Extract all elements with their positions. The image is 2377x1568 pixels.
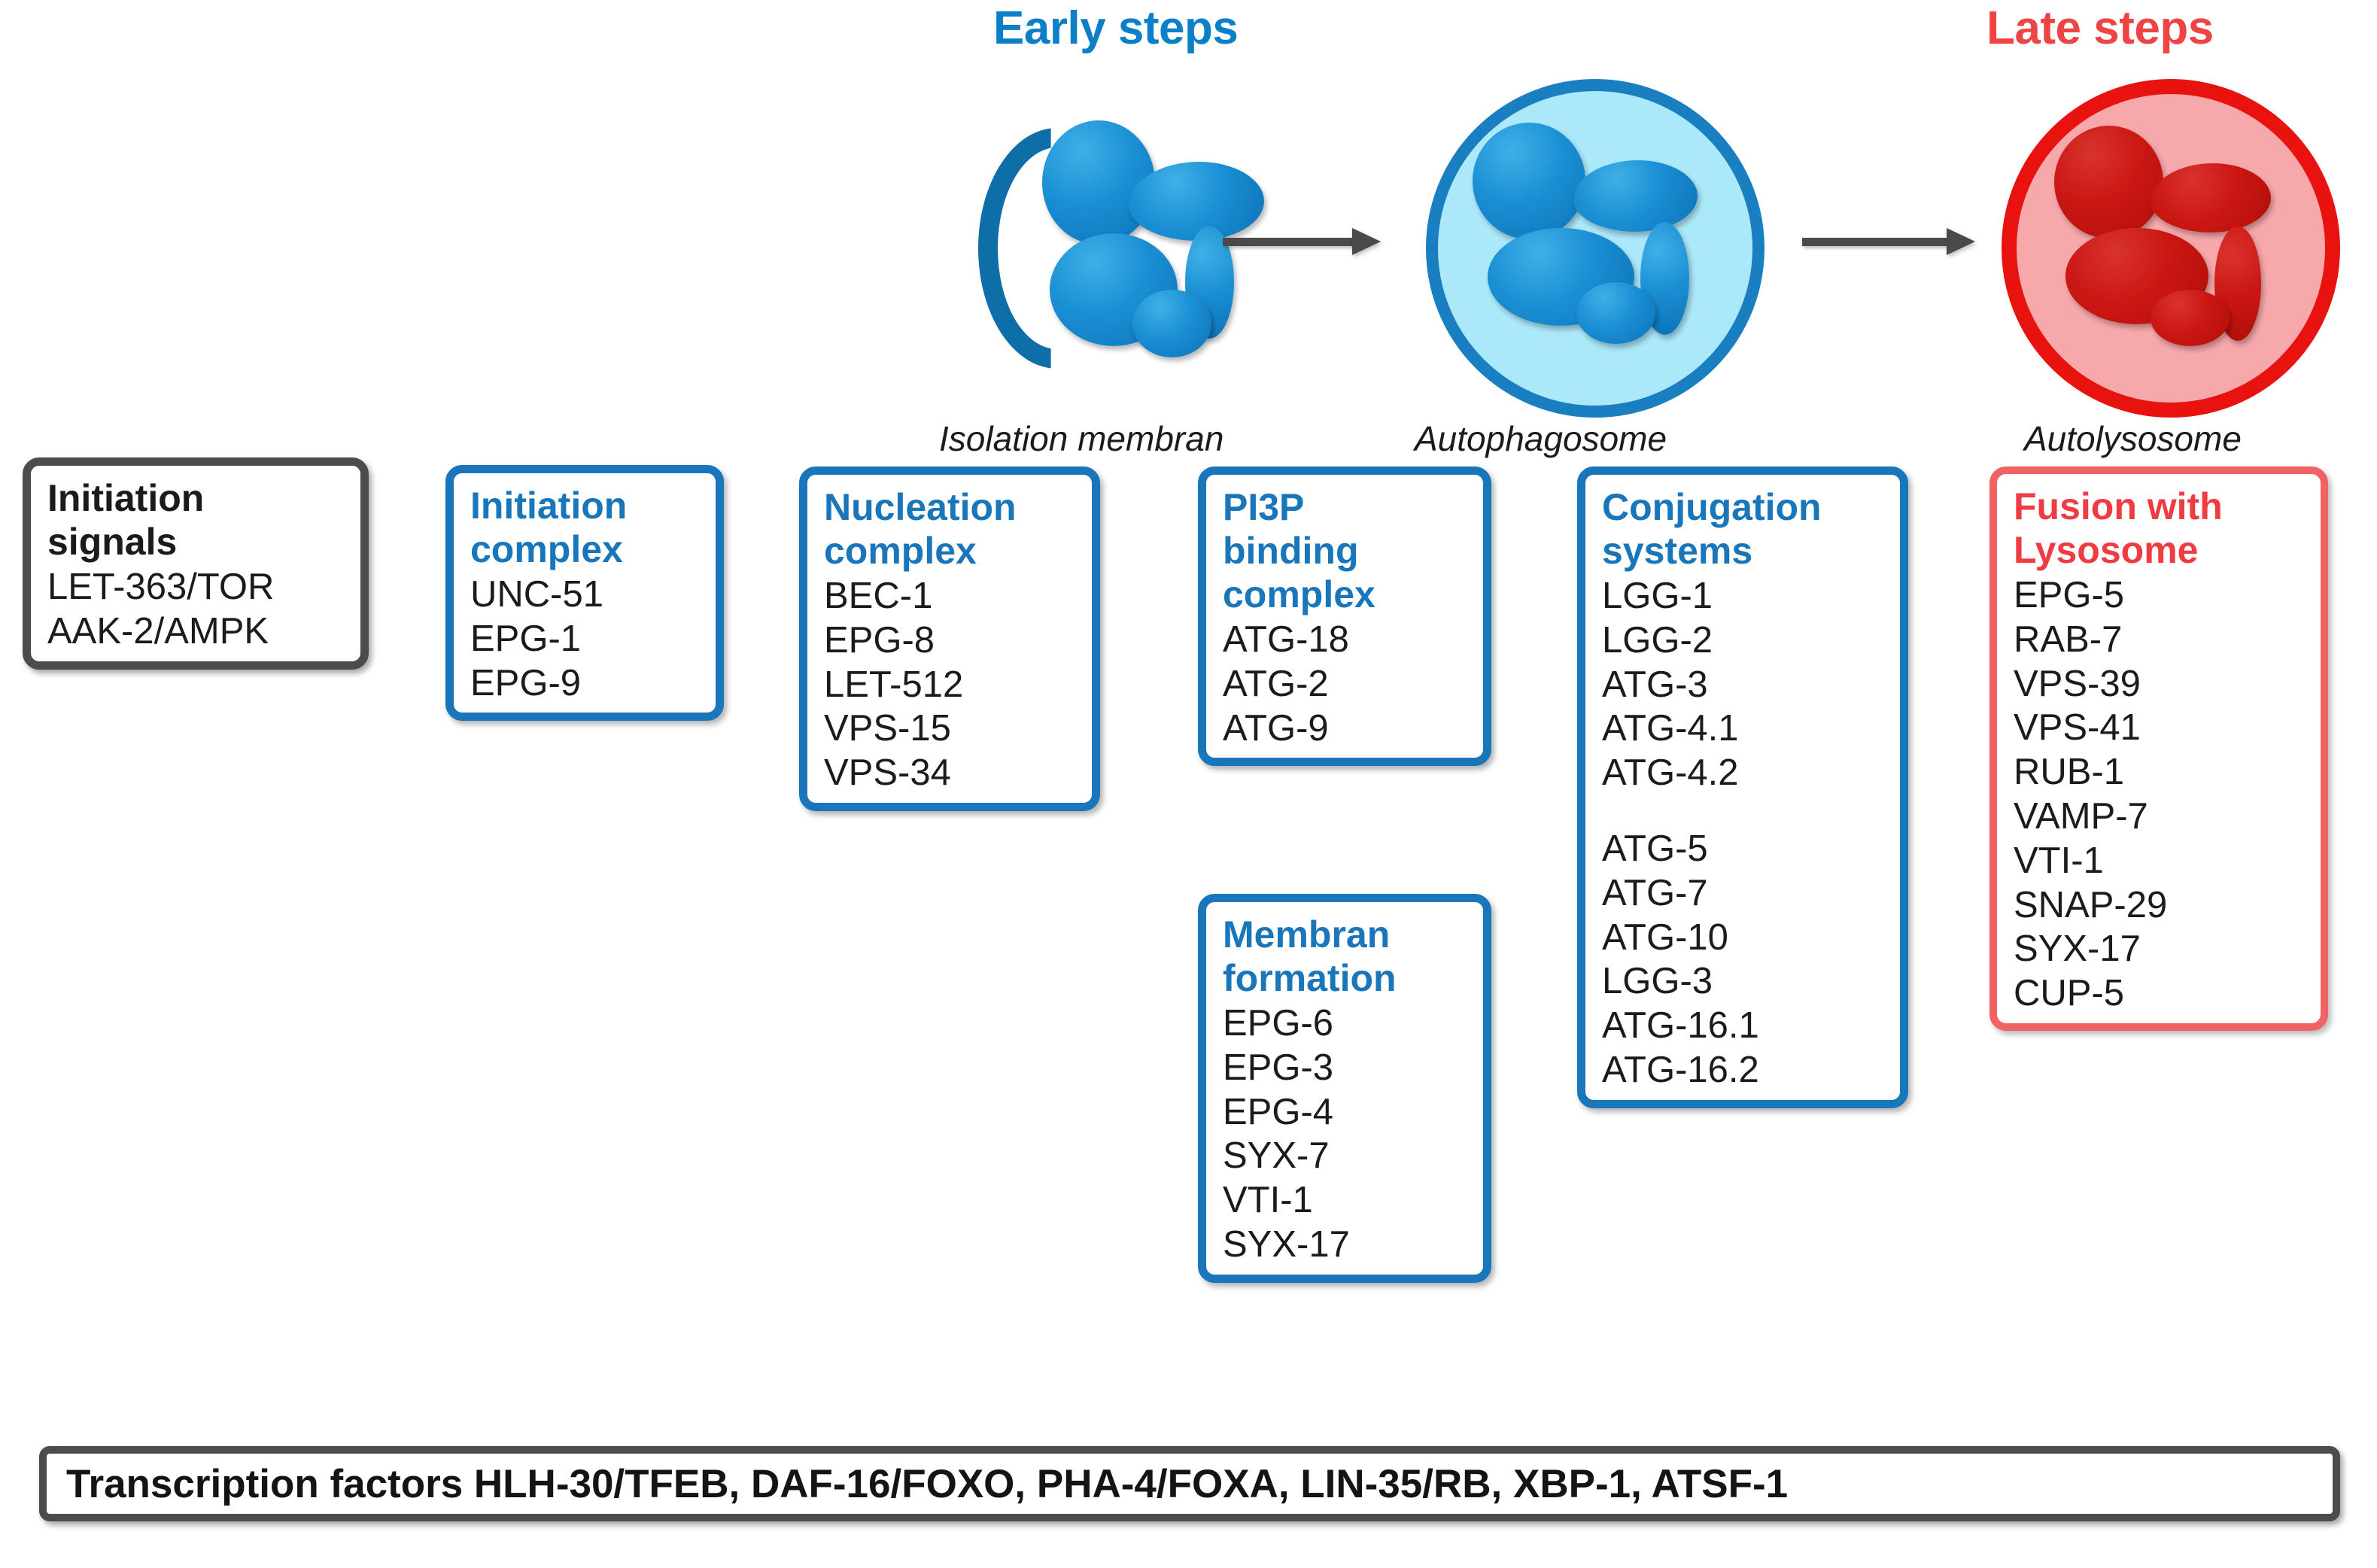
cargo-blob <box>1129 162 1264 241</box>
gene-item: CUP-5 <box>2014 973 2125 1014</box>
gene-box-title: Fusion with Lysosome <box>2014 485 2223 571</box>
gene-item: EPG-4 <box>1223 1091 1334 1132</box>
gene-item: ATG-4.1 <box>1602 708 1739 749</box>
gene-item: VPS-41 <box>2014 707 2141 749</box>
caption-autolysosome: Autolysosome <box>2024 419 2242 458</box>
gene-item: SYX-17 <box>2014 928 2141 970</box>
gene-list: EPG-6 EPG-3 EPG-4 SYX-7 VTI-1 SYX-17 <box>1223 1001 1468 1267</box>
gene-item: BEC-1 <box>824 576 933 616</box>
gene-box-pi3p-binding-complex: PI3P binding complex ATG-18 ATG-2 ATG-9 <box>1198 466 1491 767</box>
cargo-blob <box>1132 290 1211 357</box>
gene-item: ATG-16.2 <box>1602 1049 1759 1090</box>
gene-item: EPG-3 <box>1223 1047 1334 1088</box>
gene-item: EPG-9 <box>470 662 582 703</box>
gene-item: ATG-3 <box>1602 664 1708 705</box>
gene-item: ATG-7 <box>1602 872 1708 913</box>
gene-item: LET-363/TOR <box>47 567 275 607</box>
transcription-factors-bar: Transcription factors HLH-30/TFEB, DAF-1… <box>39 1446 2340 1521</box>
arrow-shaft <box>1802 238 1950 246</box>
gene-item: EPG-1 <box>470 618 582 659</box>
gene-item: SYX-7 <box>1223 1135 1330 1177</box>
gene-box-fusion-with-lysosome: Fusion with Lysosome EPG-5 RAB-7 VPS-39 … <box>1989 466 2328 1031</box>
gene-item: VPS-39 <box>2014 663 2141 704</box>
gene-item: ATG-2 <box>1223 663 1329 704</box>
gene-item: EPG-8 <box>824 619 935 661</box>
arrow-head <box>1947 228 1975 255</box>
gene-list: UNC-51 EPG-1 EPG-9 <box>470 573 701 705</box>
stage-header-late: Late steps <box>1986 2 2214 54</box>
gene-item: EPG-6 <box>1223 1003 1334 1044</box>
isolation-membrane-icon <box>978 105 1294 406</box>
gene-item: RAB-7 <box>2014 618 2123 660</box>
cargo-blob <box>2151 163 2271 232</box>
caption-isolation-membrane: Isolation membran <box>939 419 1224 458</box>
gene-box-title: Membran formation <box>1223 913 1397 999</box>
transcription-factors-text: Transcription factors HLH-30/TFEB, DAF-1… <box>66 1461 1789 1506</box>
cargo-blob <box>2151 290 2230 346</box>
cargo-blob <box>2054 126 2163 239</box>
gene-box-membran-formation: Membran formation EPG-6 EPG-3 EPG-4 SYX-… <box>1198 894 1491 1283</box>
gene-list: LGG-1 LGG-2 ATG-3 ATG-4.1 ATG-4.2 ATG-5 … <box>1602 574 1885 1092</box>
cargo-blob <box>1576 282 1655 344</box>
gene-item: ATG-10 <box>1602 916 1728 958</box>
gene-item: RUB-1 <box>2014 752 2125 793</box>
gene-item: LGG-3 <box>1602 961 1713 1002</box>
autolysosome-icon <box>2002 79 2340 418</box>
arrow-head <box>1352 228 1381 255</box>
gene-item: LGG-1 <box>1602 576 1713 616</box>
gene-item: ATG-4.2 <box>1602 752 1739 794</box>
gene-item: SYX-17 <box>1223 1223 1350 1265</box>
gene-box-conjugation-systems: Conjugation systems LGG-1 LGG-2 ATG-3 AT… <box>1577 466 1908 1108</box>
stage-header-early: Early steps <box>993 2 1239 54</box>
gene-box-title: PI3P binding complex <box>1223 486 1375 615</box>
gene-list: LET-363/TOR AAK-2/AMPK <box>47 565 345 654</box>
gene-item: UNC-51 <box>470 574 603 615</box>
gene-item: EPG-5 <box>2014 575 2125 615</box>
gene-item: VPS-34 <box>824 752 951 794</box>
gene-item: LET-512 <box>824 664 964 705</box>
gene-item: AAK-2/AMPK <box>47 610 269 652</box>
arrow-isolation-to-autophagosome <box>1223 228 1381 255</box>
caption-autophagosome: Autophagosome <box>1415 419 1667 458</box>
cargo-blob <box>1042 120 1155 245</box>
gene-item: LGG-2 <box>1602 619 1713 661</box>
arrow-autophagosome-to-autolysosome <box>1802 228 1975 255</box>
gene-box-title: Nucleation complex <box>824 486 1017 572</box>
gene-item: ATG-9 <box>1223 707 1329 749</box>
gene-list: BEC-1 EPG-8 LET-512 VPS-15 VPS-34 <box>824 574 1077 795</box>
gene-box-initiation-complex: Initiation complex UNC-51 EPG-1 EPG-9 <box>445 465 724 722</box>
gene-item: ATG-18 <box>1223 619 1349 660</box>
gene-box-title: Initiation signals <box>47 477 205 563</box>
gene-item-spacer <box>1602 795 1885 827</box>
gene-item: VAMP-7 <box>2014 795 2148 837</box>
gene-item: VTI-1 <box>1223 1180 1313 1221</box>
gene-item: ATG-16.1 <box>1602 1005 1759 1047</box>
gene-box-title: Initiation complex <box>470 485 628 570</box>
gene-box-initiation-signals: Initiation signals LET-363/TOR AAK-2/AMP… <box>23 457 369 670</box>
gene-list: ATG-18 ATG-2 ATG-9 <box>1223 618 1468 750</box>
gene-item: VPS-15 <box>824 708 951 749</box>
gene-box-nucleation-complex: Nucleation complex BEC-1 EPG-8 LET-512 V… <box>799 466 1100 811</box>
autophagosome-icon <box>1426 79 1765 418</box>
cargo-blob <box>1473 123 1585 239</box>
gene-item: VTI-1 <box>2014 840 2104 881</box>
gene-item: SNAP-29 <box>2014 884 2168 925</box>
gene-list: EPG-5 RAB-7 VPS-39 VPS-41 RUB-1 VAMP-7 V… <box>2014 573 2306 1016</box>
gene-item: ATG-5 <box>1602 828 1708 869</box>
gene-box-title: Conjugation systems <box>1602 486 1822 572</box>
arrow-shaft <box>1223 238 1355 246</box>
cargo-blob <box>1573 160 1698 232</box>
